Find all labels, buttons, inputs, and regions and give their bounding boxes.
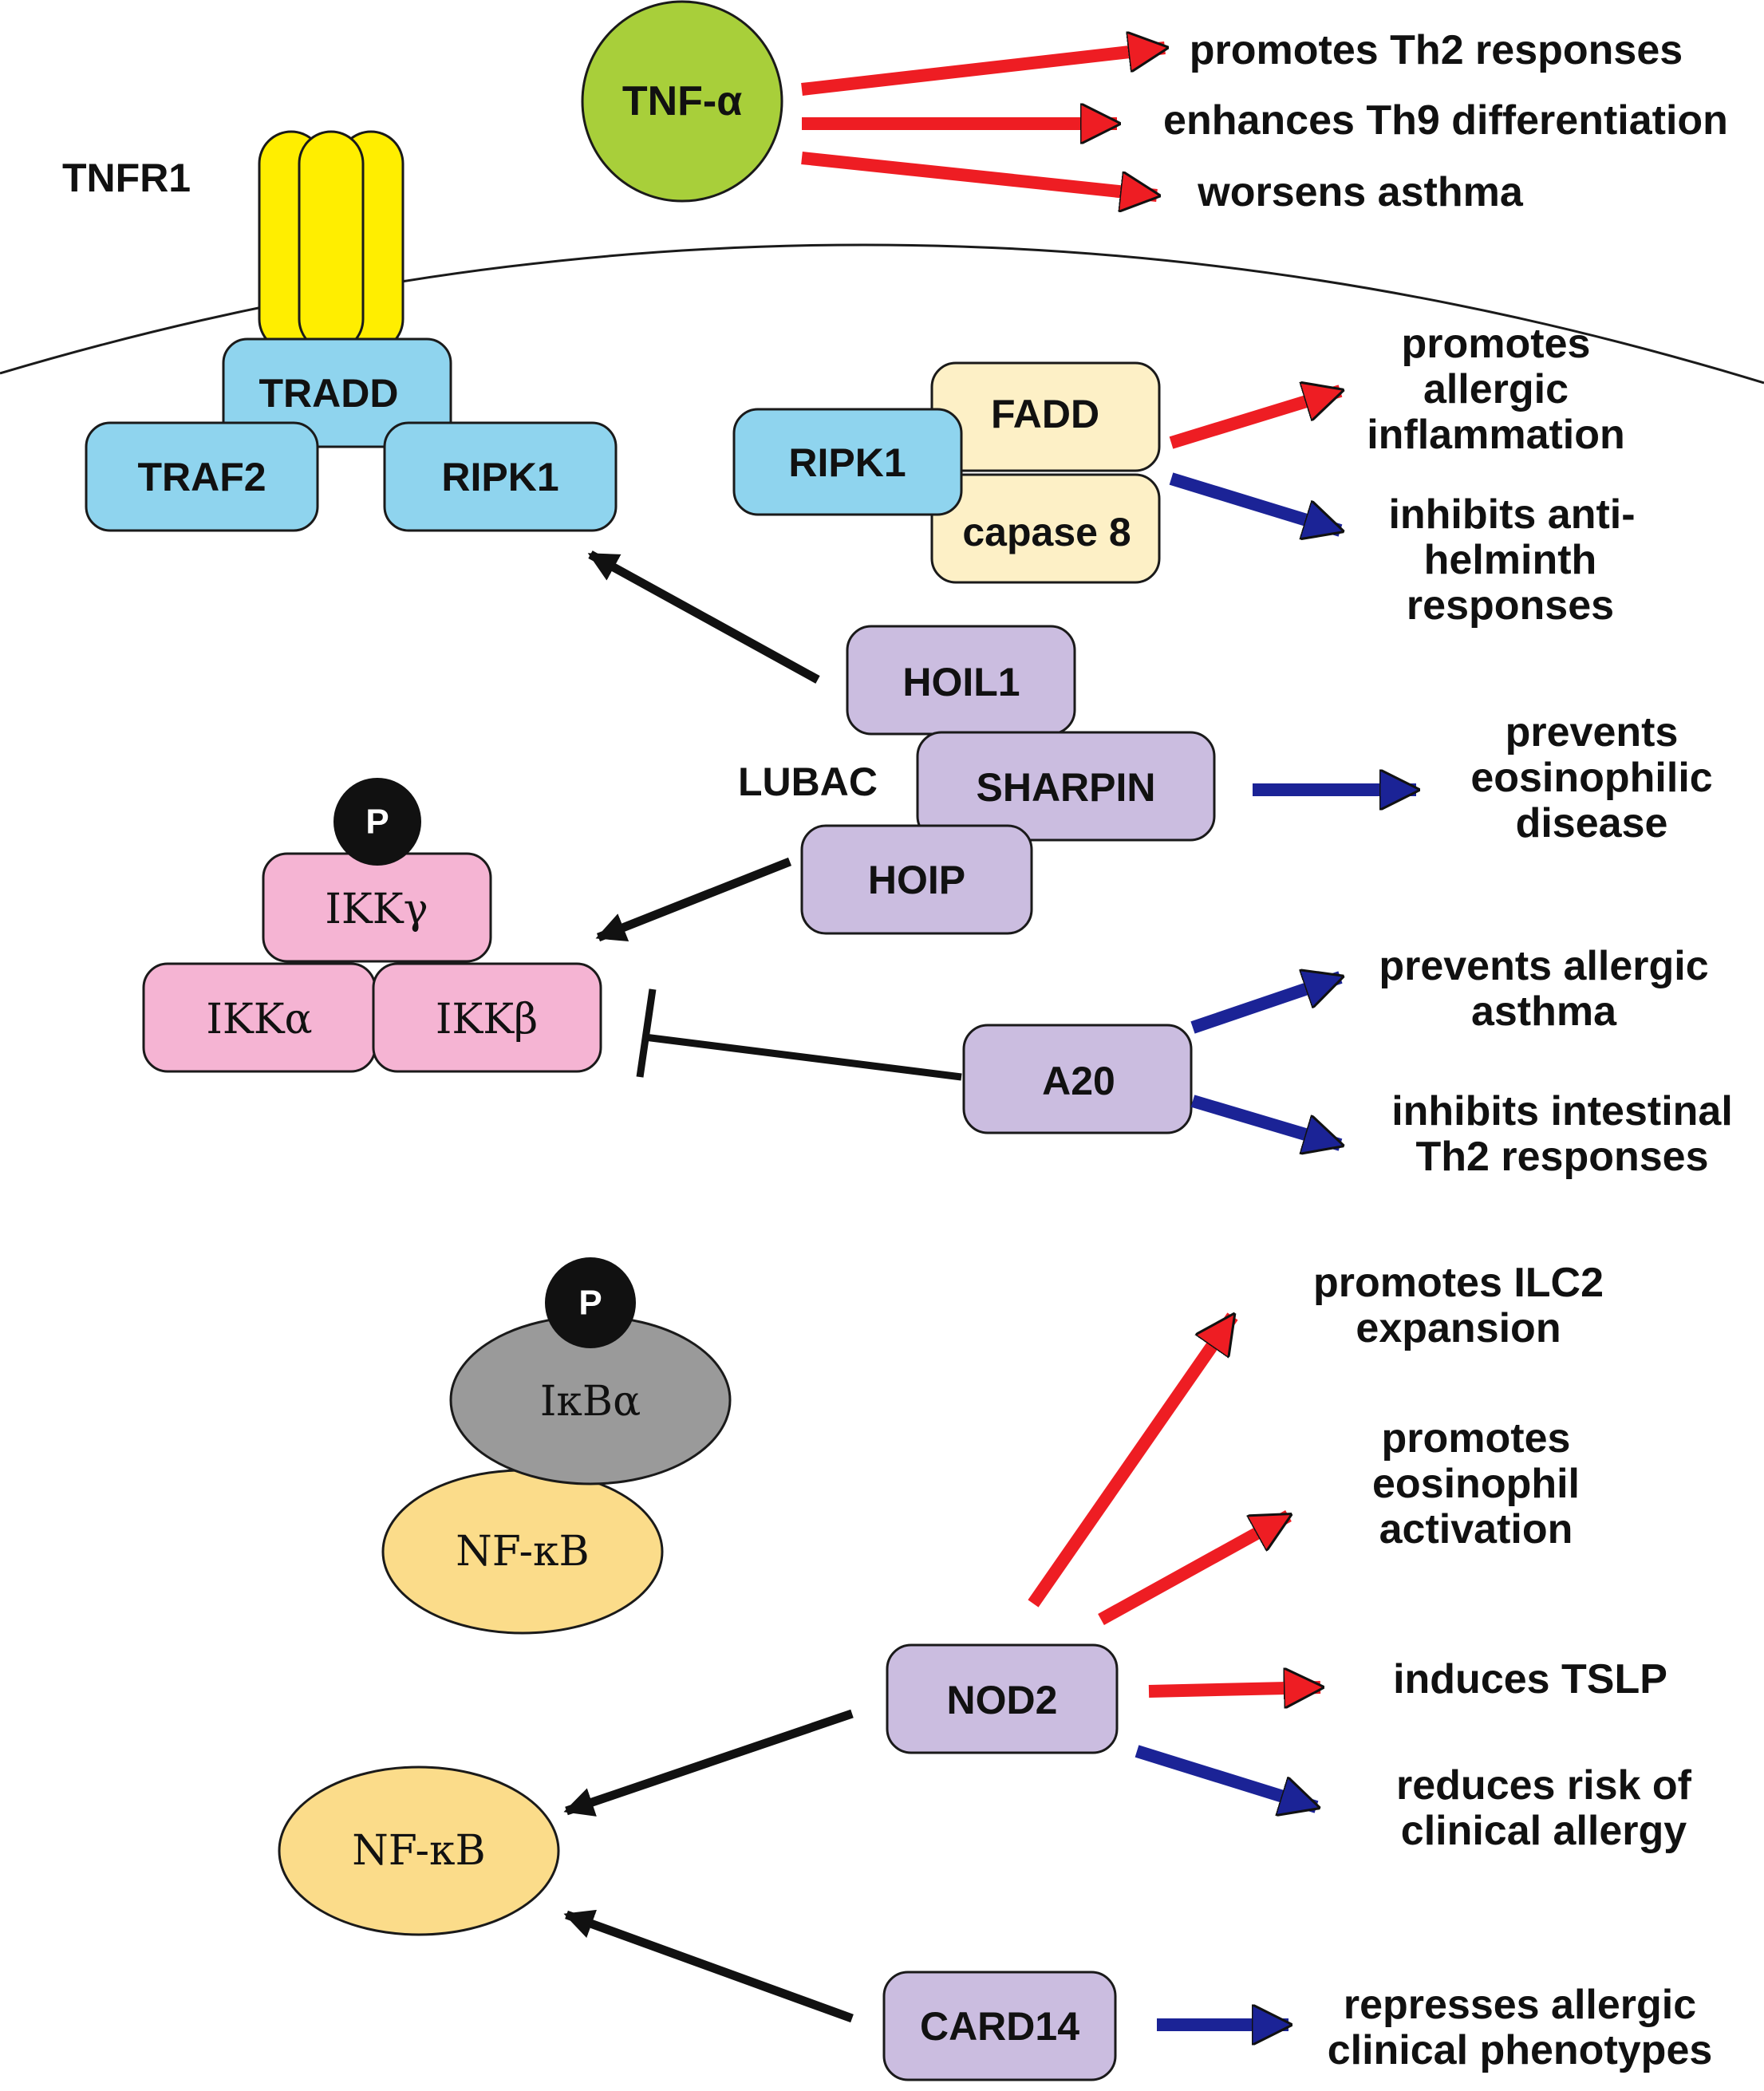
receptor-chain-2	[298, 130, 365, 353]
arrow-nod2-nfkb	[563, 1709, 854, 1817]
a20-label: A20	[1042, 1059, 1115, 1103]
fadd-label: FADD	[991, 392, 1099, 436]
arrow-lubac-ripk1	[587, 550, 820, 684]
effect-clinical-allergy-2: clinical allergy	[1401, 1808, 1687, 1854]
effect-th2-responses: promotes Th2 responses	[1190, 27, 1683, 73]
tradd-node	[222, 337, 452, 448]
traf2-label: TRAF2	[137, 455, 266, 499]
effect-allergic-inflammation-3: inflammation	[1367, 412, 1625, 458]
effect-allergic-inflammation-2: allergic	[1423, 366, 1569, 412]
lubac-label: LUBAC	[738, 759, 878, 804]
tnfr1-label: TNFR1	[62, 156, 191, 200]
effect-clinical-phenotypes-2: clinical phenotypes	[1328, 2027, 1713, 2073]
effect-eosinophil-activation-2: eosinophil	[1372, 1461, 1580, 1507]
hoip-label: HOIP	[868, 858, 965, 902]
ikk-beta-label: IKKβ	[436, 996, 538, 1044]
effect-anti-helminth-2: helminth	[1424, 537, 1597, 583]
tnf-alpha-label: TNF-α	[622, 78, 742, 124]
arrow-tnf-asthma	[801, 152, 1157, 195]
ikba-phospho-label: P	[578, 1284, 602, 1323]
effect-clinical-allergy-1: reduces risk of	[1396, 1762, 1692, 1809]
effect-allergic-asthma-2: asthma	[1471, 988, 1617, 1035]
nfkb-active-node	[278, 1766, 560, 1936]
effect-eosinophilic-3: disease	[1516, 800, 1668, 846]
ripk1-label: RIPK1	[441, 455, 558, 499]
nfkb-inhibited-label: NF-κB	[456, 1528, 590, 1576]
ikk-phospho-label: P	[365, 803, 389, 842]
arrow-complex-inflammation	[1169, 391, 1340, 449]
effect-worsens-asthma: worsens asthma	[1197, 169, 1524, 215]
ikba-phospho-node	[545, 1257, 636, 1348]
effect-eosinophilic-1: prevents	[1506, 709, 1679, 756]
effect-allergic-inflammation-1: promotes	[1402, 321, 1591, 367]
effect-ilc2-expansion-1: promotes ILC2	[1313, 1260, 1604, 1306]
sharpin-label: SHARPIN	[976, 765, 1155, 810]
a20-node	[962, 1024, 1193, 1134]
arrow-nod2-tslp	[1148, 1687, 1320, 1691]
effect-th9-differentiation: enhances Th9 differentiation	[1163, 97, 1728, 144]
ikk-phospho-node	[333, 778, 421, 866]
ripk1-death-node	[732, 408, 963, 516]
effect-intestinal-th2-2: Th2 responses	[1415, 1134, 1708, 1180]
effect-eosinophil-activation-3: activation	[1379, 1506, 1573, 1552]
effect-ilc2-expansion-2: expansion	[1356, 1305, 1561, 1351]
tradd-label: TRADD	[259, 371, 399, 416]
arrow-nod2-eosinophil	[1098, 1509, 1288, 1626]
arrow-hoip-ikk	[595, 857, 792, 942]
tnf-alpha-node	[581, 0, 783, 203]
sharpin-node	[916, 731, 1216, 842]
inhibition-a20-ikk	[644, 1033, 962, 1081]
effect-clinical-phenotypes-1: represses allergic	[1344, 1982, 1696, 2028]
traf2-node	[85, 421, 319, 532]
arrow-complex-helminth	[1169, 472, 1340, 531]
nfkb-active-label: NF-κB	[352, 1827, 486, 1875]
arrow-a20-asthma	[1190, 977, 1340, 1034]
ripk1-death-label: RIPK1	[788, 440, 906, 485]
arrow-nod2-ilc2	[1028, 1316, 1238, 1608]
effect-allergic-asthma-1: prevents allergic	[1379, 943, 1708, 989]
effect-anti-helminth-1: inhibits anti-	[1388, 491, 1635, 538]
ikk-alpha-label: IKKα	[206, 996, 312, 1044]
hoip-node	[800, 824, 1033, 935]
ikba-label: IκBα	[540, 1378, 641, 1426]
card14-label: CARD14	[920, 2004, 1079, 2049]
nod2-label: NOD2	[947, 1678, 1058, 1722]
inhibition-a20-bar	[636, 988, 657, 1078]
nod2-node	[886, 1643, 1119, 1754]
effect-eosinophil-activation-1: promotes	[1382, 1415, 1571, 1462]
caspase8-label: capase 8	[962, 510, 1131, 554]
caspase8-node	[930, 473, 1161, 584]
ikk-beta-node	[372, 962, 602, 1073]
effect-induces-tslp: induces TSLP	[1393, 1656, 1667, 1702]
effect-eosinophilic-2: eosinophilic	[1470, 755, 1712, 801]
arrow-card14-nfkb	[563, 1909, 854, 2023]
arrow-tnf-th2	[801, 48, 1165, 96]
ripk1-node	[383, 421, 618, 532]
effect-anti-helminth-3: responses	[1407, 582, 1614, 629]
arrow-nod2-allergy	[1135, 1745, 1316, 1807]
ikk-gamma-label: IKKγ	[325, 886, 428, 933]
arrow-a20-th2	[1190, 1095, 1340, 1145]
card14-node	[882, 1971, 1117, 2081]
hoil1-label: HOIL1	[902, 660, 1020, 704]
effect-intestinal-th2-1: inhibits intestinal	[1391, 1088, 1733, 1134]
